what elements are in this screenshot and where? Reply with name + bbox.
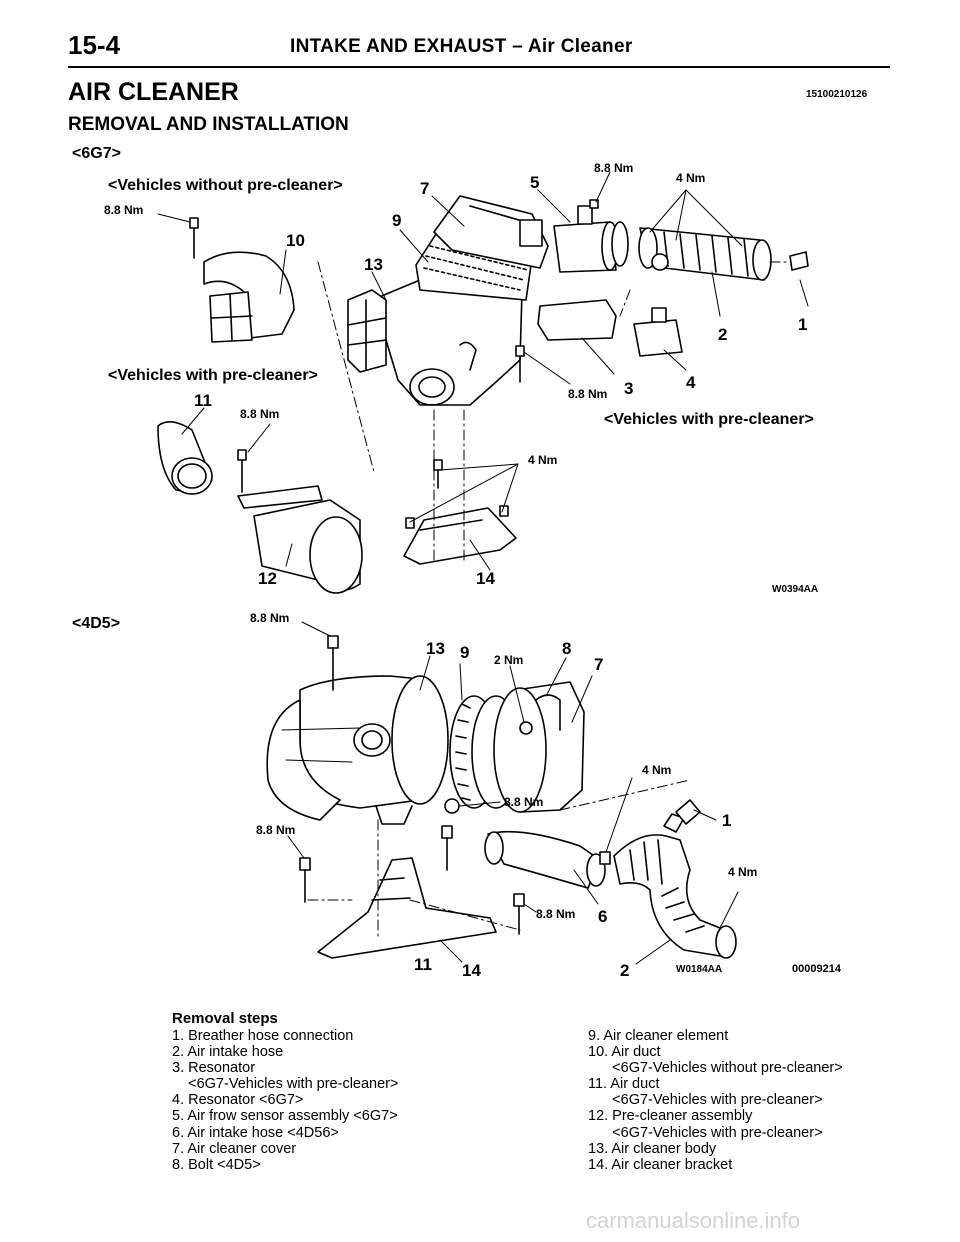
callout-number: 1 <box>798 315 807 334</box>
torque-label: 2 Nm <box>494 653 523 667</box>
torque-label: 4 Nm <box>676 171 705 185</box>
callout-number: 2 <box>718 325 727 344</box>
engine-label-4d5: <4D5> <box>72 615 120 632</box>
page-number: 15-4 <box>68 30 121 60</box>
callout-number: 4 <box>686 373 696 392</box>
resonator-3-6g7 <box>537 299 617 341</box>
engine-label-6g7: <6G7> <box>72 145 121 162</box>
leader-lines-4d5 <box>287 621 739 965</box>
air-cleaner-bracket-4d5 <box>317 857 497 959</box>
callout-number: 7 <box>594 655 603 674</box>
air-cleaner-bracket-6g7 <box>403 507 517 565</box>
torque-label: 8.8 Nm <box>240 407 279 421</box>
removal-steps-title: Removal steps <box>172 1010 278 1027</box>
callout-number: 2 <box>620 961 629 980</box>
variant-with-pre-cleaner-left: <Vehicles with pre-cleaner> <box>108 367 318 384</box>
air-cleaner-element-6g7 <box>415 233 533 301</box>
list-item: 7. Air cleaner cover <box>172 1140 297 1157</box>
air-cleaner-body-6g7 <box>347 279 523 406</box>
callout-number: 7 <box>420 179 429 198</box>
callout-number: 9 <box>392 211 401 230</box>
callout-number: 11 <box>414 955 432 974</box>
callout-number: 14 <box>462 961 481 980</box>
list-item: 10. Air duct <box>588 1044 661 1061</box>
header-rule <box>68 66 890 68</box>
breather-hose-connection-4d5 <box>675 799 701 825</box>
list-item: <6G7-Vehicles with pre-cleaner> <box>172 1076 399 1093</box>
air-cleaner-body-4d5 <box>266 675 449 825</box>
torque-label: 8.8 Nm <box>536 907 575 921</box>
callout-number: 1 <box>722 811 731 830</box>
torque-label: 8.8 Nm <box>504 795 543 809</box>
figure-code-6g7: W0394AA <box>772 584 818 595</box>
guide-lines-4d5 <box>307 779 691 941</box>
list-item: <6G7-Vehicles without pre-cleaner> <box>588 1060 843 1077</box>
removal-steps-right: 9. Air cleaner element 10. Air duct <6G7… <box>588 1028 843 1173</box>
list-item: 13. Air cleaner body <box>588 1140 717 1157</box>
variant-with-pre-cleaner-right: <Vehicles with pre-cleaner> <box>604 411 814 428</box>
torque-label: 4 Nm <box>528 453 557 467</box>
callout-number: 5 <box>530 173 539 192</box>
callout-number: 10 <box>286 231 305 250</box>
list-item: 6. Air intake hose <4D56> <box>172 1124 339 1141</box>
air-intake-hose-6g7 <box>638 227 772 281</box>
air-duct-10 <box>203 251 295 343</box>
torque-label: 4 Nm <box>728 865 757 879</box>
callout-number: 9 <box>460 643 469 662</box>
bolt-icons-6g7 <box>189 199 599 529</box>
list-item: 4. Resonator <6G7> <box>172 1092 304 1109</box>
torque-label: 4 Nm <box>642 763 671 777</box>
resonator-4-6g7 <box>633 307 683 357</box>
torque-label: 8.8 Nm <box>594 161 633 175</box>
callout-number: 11 <box>194 391 212 410</box>
callout-number: 6 <box>598 907 607 926</box>
section-code: 15100210126 <box>806 89 868 100</box>
torque-label: 8.8 Nm <box>250 611 289 625</box>
bolt-icons-4d5 <box>299 635 525 935</box>
document-number: 00009214 <box>792 963 842 975</box>
callout-number: 12 <box>258 569 277 588</box>
figure-code-4d5: W0184AA <box>676 964 722 975</box>
torque-label: 8.8 Nm <box>568 387 607 401</box>
removal-steps-left: 1. Breather hose connection 2. Air intak… <box>172 1028 398 1173</box>
section-title: AIR CLEANER <box>68 78 239 106</box>
list-item: 9. Air cleaner element <box>588 1028 729 1044</box>
breather-hose-connection-6g7 <box>789 251 809 271</box>
list-item: <6G7-Vehicles with pre-cleaner> <box>588 1092 823 1109</box>
list-item: 14. Air cleaner bracket <box>588 1156 733 1173</box>
list-item: 8. Bolt <4D5> <box>172 1156 261 1173</box>
air-cleaner-cover-6g7 <box>433 195 549 269</box>
callout-number: 14 <box>476 569 495 588</box>
air-cleaner-cover-4d5 <box>493 681 585 813</box>
torque-label: 8.8 Nm <box>104 203 143 217</box>
list-item: 3. Resonator <box>172 1060 256 1077</box>
leader-lines-6g7 <box>157 171 809 571</box>
list-item: 12. Pre-cleaner assembly <box>588 1108 753 1125</box>
callout-number: 13 <box>364 255 383 274</box>
list-item: 2. Air intake hose <box>172 1044 284 1061</box>
torque-label: 8.8 Nm <box>256 823 295 837</box>
callout-number: 3 <box>624 379 633 398</box>
callout-number: 13 <box>426 639 445 658</box>
list-item: 11. Air duct <box>588 1076 660 1093</box>
section-subtitle: REMOVAL AND INSTALLATION <box>68 114 349 135</box>
pre-cleaner-assembly-12 <box>237 485 363 594</box>
list-item: <6G7-Vehicles with pre-cleaner> <box>588 1124 823 1141</box>
list-item: 5. Air frow sensor assembly <6G7> <box>172 1108 398 1125</box>
variant-without-pre-cleaner: <Vehicles without pre-cleaner> <box>108 177 343 194</box>
air-flow-sensor-6g7 <box>553 205 629 273</box>
watermark-text: carmanualsonline.info <box>586 1208 801 1233</box>
guide-lines-6g7 <box>317 261 791 561</box>
air-duct-11 <box>157 421 213 495</box>
exploded-view-diagram: <6G7> <Vehicles without pre-cleaner> <Ve… <box>72 145 842 980</box>
air-intake-hose-2-4d5 <box>613 813 737 959</box>
callout-number: 8 <box>562 639 571 658</box>
page-header-title: INTAKE AND EXHAUST – Air Cleaner <box>290 36 633 57</box>
air-intake-hose-6-4d5 <box>484 830 611 889</box>
list-item: 1. Breather hose connection <box>172 1028 354 1044</box>
